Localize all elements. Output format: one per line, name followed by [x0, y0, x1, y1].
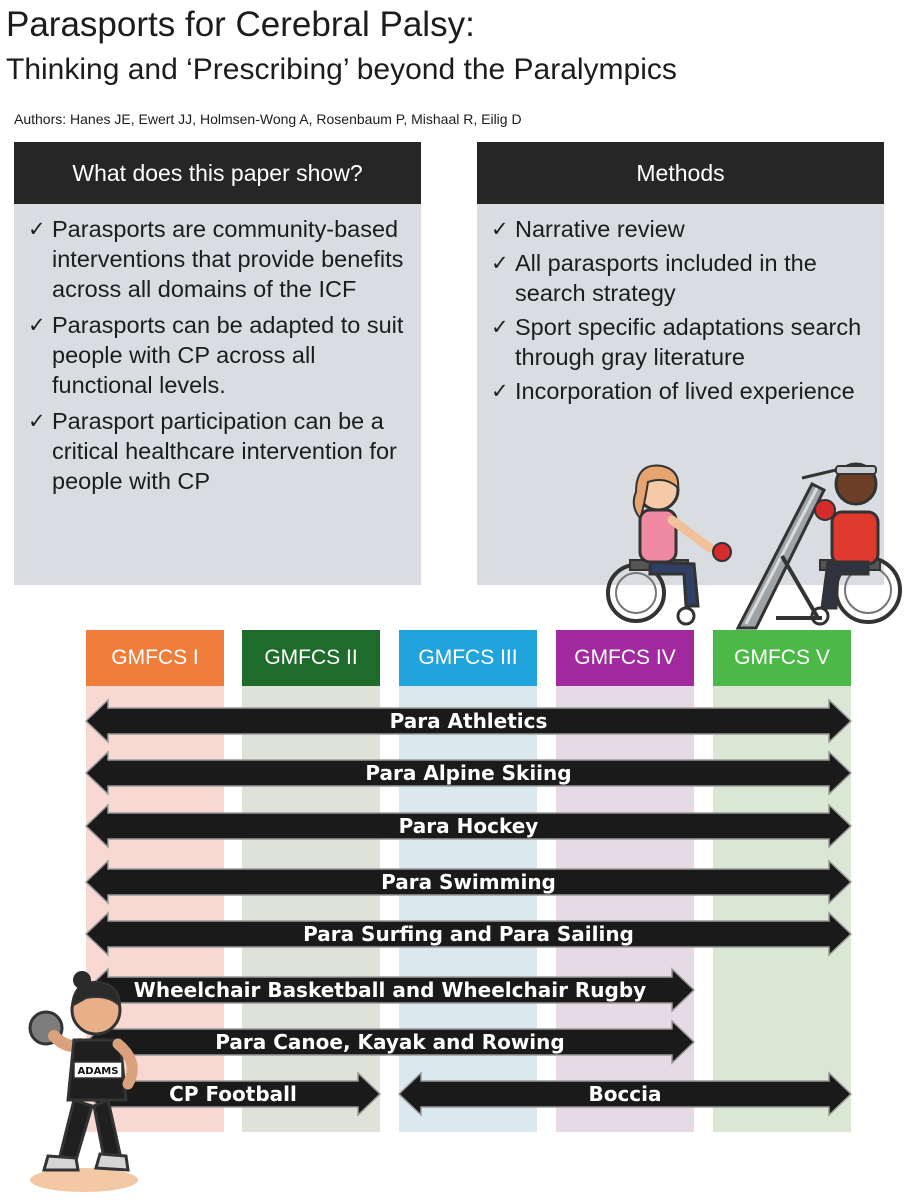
- checkmark-icon: ✓: [28, 313, 46, 337]
- sport-range-label: CP Football: [169, 1082, 297, 1106]
- sport-range-arrow: [397, 1071, 853, 1117]
- methods-item-text: Incorporation of lived experience: [515, 378, 855, 404]
- sport-range-label: Para Athletics: [390, 709, 548, 733]
- sport-range-arrow: [84, 698, 853, 744]
- findings-item-text: Parasports can be adapted to suit people…: [52, 312, 404, 398]
- methods-item-text: Narrative review: [515, 216, 685, 242]
- findings-item: ✓Parasports can be adapted to suit peopl…: [28, 310, 413, 400]
- sport-range-label: Para Alpine Skiing: [365, 761, 571, 785]
- sport-range-arrow: [84, 859, 853, 905]
- findings-item: ✓Parasports are community-based interven…: [28, 214, 413, 304]
- jersey-text: ADAMS: [78, 1066, 119, 1077]
- gmfcs-header-4: GMFCS IV: [556, 630, 694, 686]
- sport-range-label: Para Canoe, Kayak and Rowing: [215, 1030, 564, 1054]
- sport-range-label: Wheelchair Basketball and Wheelchair Rug…: [134, 978, 646, 1002]
- checkmark-icon: ✓: [28, 409, 46, 433]
- authors-line: Authors: Hanes JE, Ewert JJ, Holmsen-Won…: [14, 111, 522, 127]
- checkmark-icon: ✓: [28, 217, 46, 241]
- methods-item: ✓Narrative review: [491, 214, 876, 244]
- gmfcs-header-2: GMFCS II: [242, 630, 380, 686]
- checkmark-icon: ✓: [491, 315, 509, 339]
- findings-item-text: Parasports are community-based intervent…: [52, 216, 404, 302]
- page-subtitle: Thinking and ‘Prescribing’ beyond the Pa…: [6, 53, 677, 86]
- checkmark-icon: ✓: [491, 379, 509, 403]
- methods-item: ✓All parasports included in the search s…: [491, 248, 876, 308]
- findings-item: ✓Parasport participation can be a critic…: [28, 406, 413, 496]
- findings-panel: What does this paper show? ✓Parasports a…: [14, 142, 421, 585]
- methods-item-text: All parasports included in the search st…: [515, 250, 817, 306]
- findings-heading: What does this paper show?: [14, 142, 421, 204]
- sport-range-arrow: [84, 750, 853, 796]
- gmfcs-header-3: GMFCS III: [399, 630, 537, 686]
- page-title: Parasports for Cerebral Palsy:: [6, 5, 475, 44]
- sport-range-label: Para Surfing and Para Sailing: [303, 922, 634, 946]
- sport-range-label: Para Hockey: [399, 814, 539, 838]
- checkmark-icon: ✓: [491, 251, 509, 275]
- methods-item: ✓Incorporation of lived experience: [491, 376, 876, 406]
- sport-range-label: Boccia: [588, 1082, 661, 1106]
- methods-item: ✓Sport specific adaptations search throu…: [491, 312, 876, 372]
- methods-item-text: Sport specific adaptations search throug…: [515, 314, 862, 370]
- checkmark-icon: ✓: [491, 217, 509, 241]
- shot-put-athlete-illustration: ADAMS: [28, 971, 138, 1192]
- methods-heading: Methods: [477, 142, 884, 204]
- gmfcs-header-1: GMFCS I: [86, 630, 224, 686]
- methods-list: ✓Narrative review ✓All parasports includ…: [477, 204, 884, 406]
- findings-item-text: Parasport participation can be a critica…: [52, 408, 397, 494]
- gmfcs-header-5: GMFCS V: [713, 630, 851, 686]
- sport-range-arrow: [84, 803, 853, 849]
- findings-list: ✓Parasports are community-based interven…: [14, 204, 421, 496]
- sport-range-arrow: [84, 911, 853, 957]
- sport-range-label: Para Swimming: [381, 870, 556, 894]
- boccia-players-illustration: [606, 462, 902, 630]
